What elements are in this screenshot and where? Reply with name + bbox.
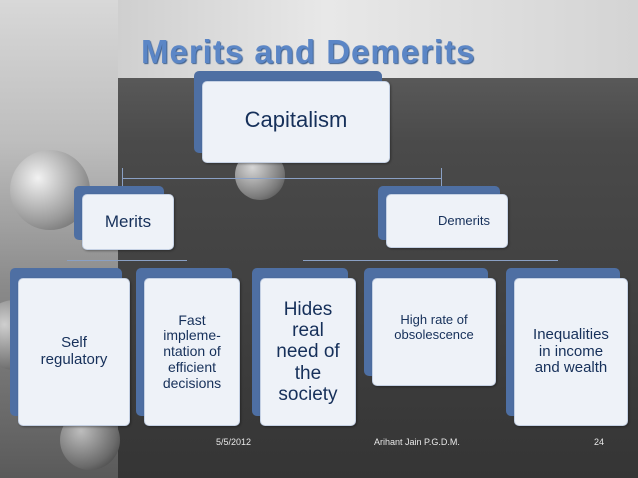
demerit-item-card: Hides real need of the society [252,268,356,426]
root-node-card: Capitalism [194,71,392,165]
merit-item-label: Fast impleme-ntation of efficient decisi… [144,278,240,426]
merit-item-label: Self regulatory [18,278,130,426]
connector-line [67,260,187,261]
merits-node-label: Merits [82,194,174,250]
footer-date: 5/5/2012 [216,437,251,447]
connector-line [303,260,558,261]
slide-title: Merits and Demerits [141,33,475,71]
footer-author: Arihant Jain P.G.D.M. [374,437,460,447]
merits-node-card: Merits [74,186,172,248]
merit-item-card: Self regulatory [10,268,132,426]
demerits-node-label: Demerits [386,194,508,248]
connector-line [122,178,442,179]
demerit-item-label: Hides real need of the society [260,278,356,426]
footer-page-number: 24 [594,437,604,447]
demerit-item-label: Inequalities in income and wealth [514,278,628,426]
merit-item-card: Fast impleme-ntation of efficient decisi… [136,268,240,426]
demerit-item-card: High rate of obsolescence [364,268,496,386]
demerits-node-card: Demerits [378,186,508,248]
demerit-item-card: Inequalities in income and wealth [506,268,628,426]
root-node-label: Capitalism [202,81,390,163]
demerit-item-label: High rate of obsolescence [372,278,496,386]
